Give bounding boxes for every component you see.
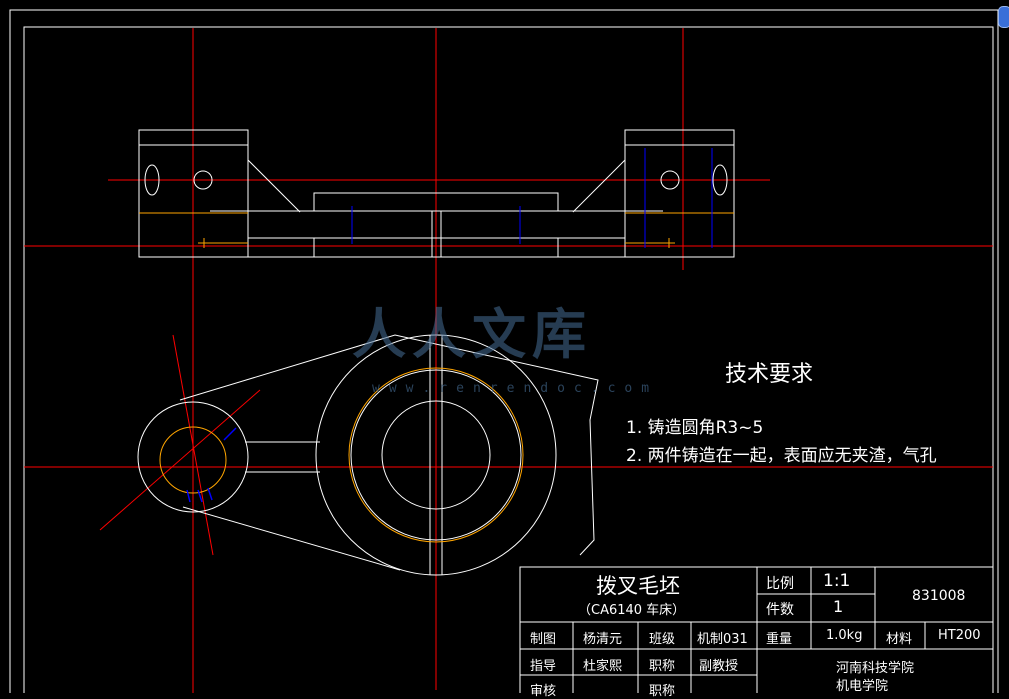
- front-view-dimensions: [186, 427, 237, 503]
- class-label: 班级: [649, 632, 676, 647]
- weight-value: 1.0kg: [826, 628, 863, 643]
- drawn-label: 制图: [530, 632, 557, 647]
- tech-requirement-1: 1. 铸造圆角R3~5: [626, 418, 764, 438]
- department-name: 机电学院: [836, 679, 889, 694]
- scale-value: 1:1: [823, 571, 851, 591]
- machine-subtitle: （CA6140 车床）: [578, 603, 686, 618]
- material-label: 材料: [886, 632, 913, 647]
- class-value: 机制031: [697, 632, 748, 647]
- drawn-by: 杨清元: [583, 632, 623, 647]
- review-title-label: 职称: [649, 684, 676, 699]
- guide-label: 指导: [530, 659, 557, 674]
- qty-label: 件数: [766, 602, 794, 618]
- title-block: [519, 566, 994, 693]
- review-label: 审核: [530, 684, 557, 699]
- drawing-number: 831008: [912, 588, 966, 604]
- guide-name: 杜家熙: [583, 659, 623, 674]
- weight-label: 重量: [766, 632, 793, 647]
- front-view-hidden: [159, 367, 524, 543]
- centerlines: [24, 28, 993, 693]
- qty-value: 1: [833, 597, 844, 616]
- inner-border: [23, 26, 994, 693]
- front-view: [137, 334, 599, 576]
- top-view-dimensions: [351, 148, 713, 248]
- scale-label: 比例: [766, 576, 794, 592]
- guide-title: 副教授: [699, 659, 739, 674]
- top-view-hidden: [139, 212, 734, 248]
- title-label: 职称: [649, 659, 676, 674]
- watermark-url: www.renrendoc.com: [372, 381, 659, 396]
- scrollbar-handle[interactable]: [998, 6, 1009, 28]
- tech-requirement-2: 2. 两件铸造在一起，表面应无夹渣，气孔: [626, 446, 937, 466]
- watermark-logo: 人人文库: [352, 303, 592, 366]
- material-value: HT200: [938, 628, 981, 643]
- tech-requirements-heading: 技术要求: [725, 362, 814, 387]
- outer-border: [9, 9, 999, 693]
- part-name: 拨叉毛坯: [596, 574, 680, 598]
- top-view: [138, 129, 735, 258]
- school-name: 河南科技学院: [836, 661, 915, 676]
